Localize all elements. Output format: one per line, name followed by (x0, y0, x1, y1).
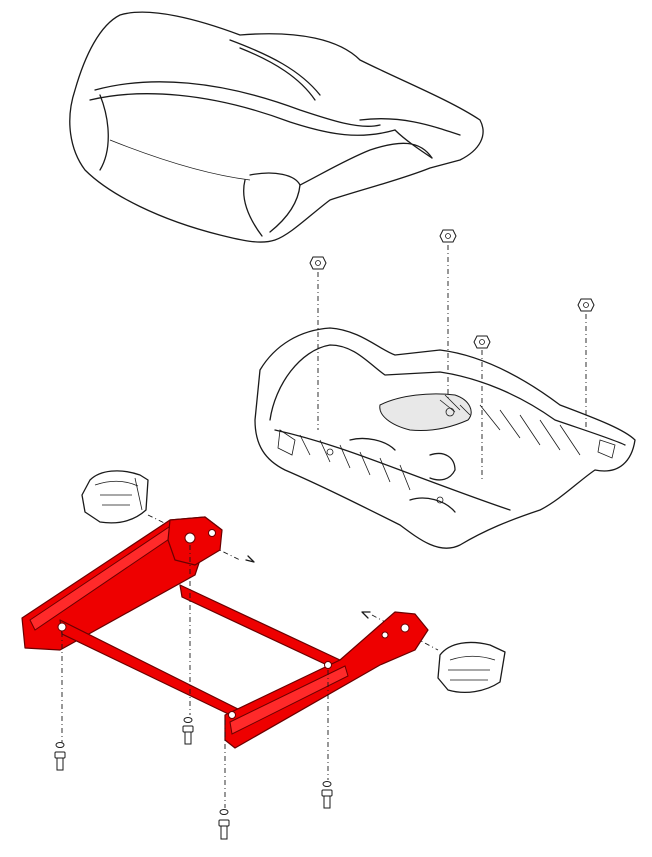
frame-hole-7 (381, 631, 389, 639)
nut-assembly-lines (317, 245, 587, 480)
frame-hole-5 (228, 711, 236, 719)
seat-cushion (69, 11, 484, 243)
nut-3 (473, 335, 491, 349)
right-trim-cover (361, 611, 506, 693)
frame-hole-1 (184, 532, 196, 544)
frame-hole-4 (324, 661, 332, 669)
nut-4 (577, 298, 595, 312)
bolt-2 (182, 717, 194, 745)
nut-2 (439, 229, 457, 243)
frame-hole-3 (57, 622, 67, 632)
bolt-1 (54, 742, 66, 771)
bolt-3 (218, 809, 230, 840)
nut-1 (309, 256, 327, 270)
bolt-4 (321, 781, 333, 809)
frame-front-tube (59, 619, 246, 723)
frame-hole-6 (400, 623, 410, 633)
frame-hole-2 (208, 529, 216, 537)
frame-rear-tube (179, 584, 343, 673)
seat-pan (254, 327, 636, 549)
bolts (54, 717, 333, 840)
nuts (309, 229, 595, 349)
bolt-assembly-lines (61, 545, 329, 808)
frame-rear-bracket (167, 516, 223, 566)
seat-frame (21, 516, 429, 749)
left-trim-cover (81, 470, 255, 563)
